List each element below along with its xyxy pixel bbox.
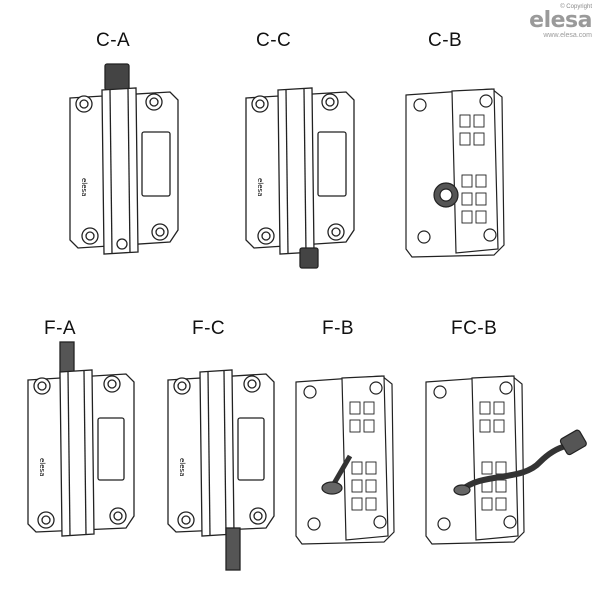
hinge-fc-b xyxy=(425,375,587,545)
label-fc-b: FC-B xyxy=(451,318,498,339)
hinge-f-a: elesa xyxy=(27,341,135,537)
label-f-c: F-C xyxy=(192,318,226,339)
body-mark: elesa xyxy=(38,458,46,477)
rod-bottom xyxy=(225,527,241,571)
label-f-a: F-A xyxy=(44,318,77,339)
copyright-text: © Copyright xyxy=(560,4,592,10)
body-mark: elesa xyxy=(80,178,88,197)
hinge-f-b xyxy=(295,375,395,545)
label-c-a: C-A xyxy=(96,30,131,51)
hinge-c-c: elesa xyxy=(245,87,355,269)
label-c-c: C-C xyxy=(256,30,292,51)
body-mark: elesa xyxy=(178,458,186,477)
hinge-c-a: elesa xyxy=(69,63,179,255)
cable-gland xyxy=(453,484,471,496)
cable xyxy=(459,443,567,493)
brand-name: elesa xyxy=(529,8,592,33)
connector-bottom xyxy=(299,247,319,269)
rear-fitting xyxy=(321,481,343,495)
cable-connector xyxy=(559,429,587,456)
connector-top xyxy=(104,63,130,91)
hinge-c-b xyxy=(405,88,505,258)
label-c-b: C-B xyxy=(428,30,463,51)
website-text: www.elesa.com xyxy=(543,32,592,39)
body-mark: elesa xyxy=(256,178,264,197)
elesa-logo: © Copyright elesa www.elesa.com xyxy=(529,4,592,39)
hinge-f-c: elesa xyxy=(167,369,275,571)
label-f-b: F-B xyxy=(322,318,355,339)
